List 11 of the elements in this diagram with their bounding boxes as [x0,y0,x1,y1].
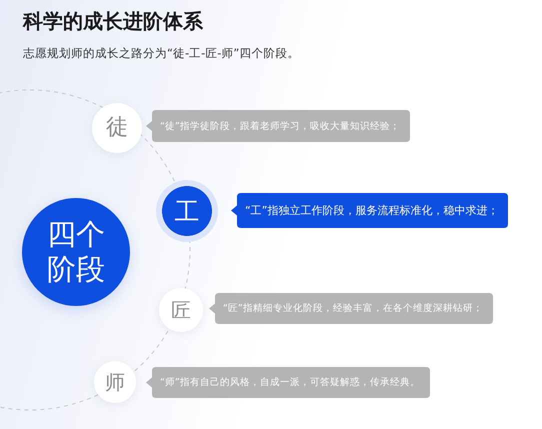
stage-circle: 匠 [159,288,203,332]
stage-circle: 工 [156,180,218,242]
speech-bubble: “工”指独立工作阶段，服务流程标准化，稳中求进； [231,193,508,228]
speech-bubble: “师”指有自己的风格，自成一派，可答疑解惑，传承经典。 [146,367,430,398]
hub-circle: 四个阶段 [22,198,130,306]
stage-circle: 徒 [92,103,142,153]
subtitle: 志愿规划师的成长之路分为“徒-工-匠-师”四个阶段。 [23,45,300,61]
speech-bubble: “徒”指学徒阶段，跟着老师学习，吸收大量知识经验； [146,110,410,142]
speech-bubble: “匠”指精细专业化阶段，经验丰富，在各个维度深耕钻研； [209,293,493,324]
stage-circle: 师 [94,361,136,403]
title: 科学的成长进阶体系 [23,8,203,35]
